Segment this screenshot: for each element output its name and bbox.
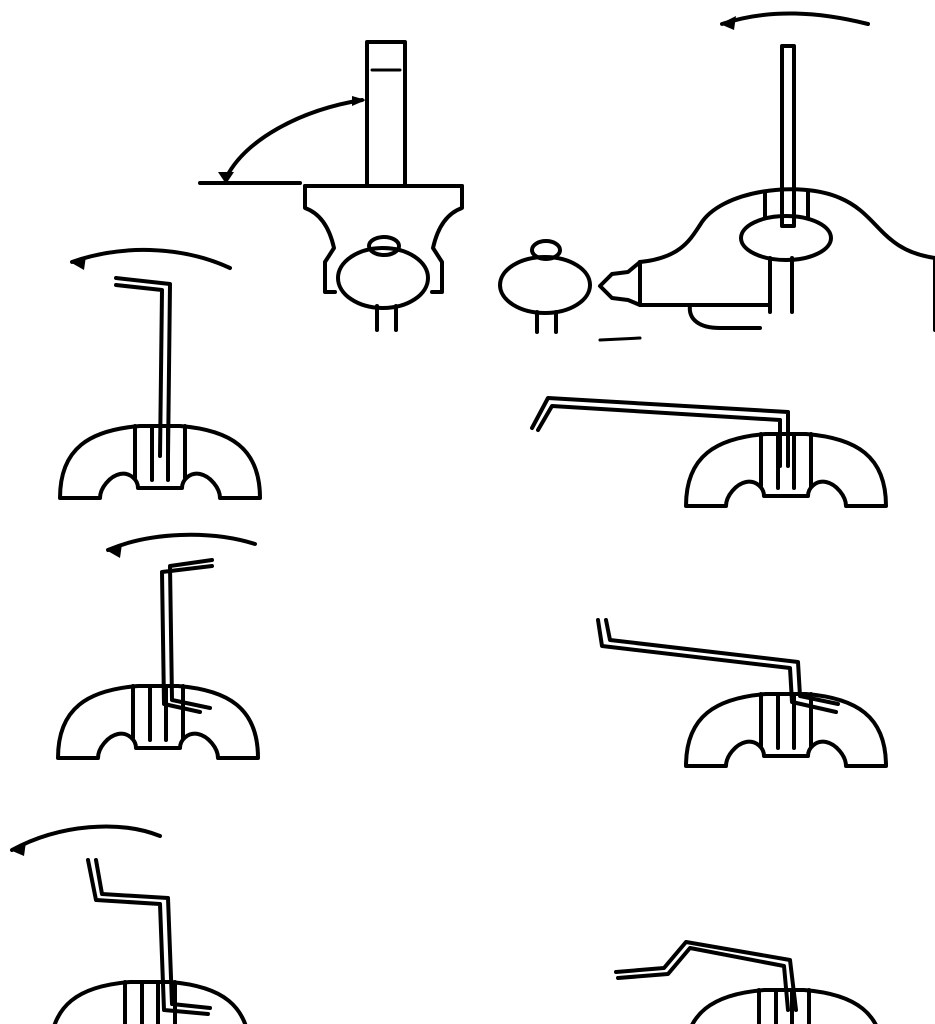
- vise-side-view: [500, 13, 935, 340]
- step-3-front: [10, 827, 250, 1024]
- step-3-side: [616, 942, 884, 1024]
- step-1-side: [532, 398, 886, 506]
- step-2-side: [598, 620, 886, 766]
- step-2-front: [58, 535, 258, 758]
- vise-front-view: [200, 42, 462, 330]
- step-1-front: [60, 250, 260, 498]
